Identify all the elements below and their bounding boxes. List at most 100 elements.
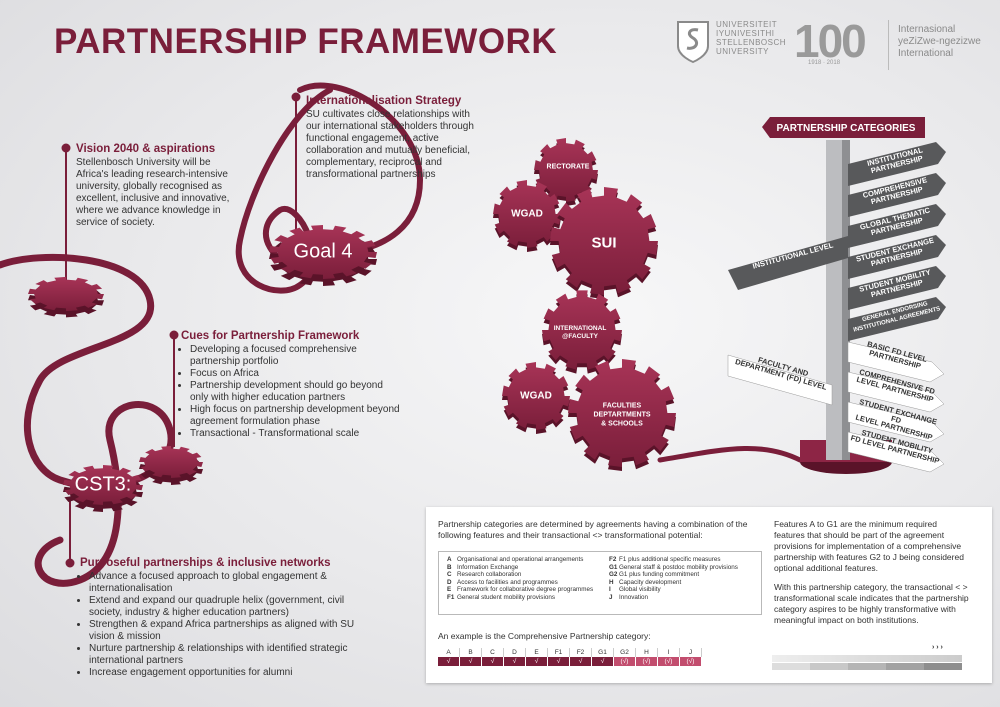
feature-value-cell: (√) [613, 657, 636, 666]
intl-faculty-label: INTERNATIONAL@FACULTY [553, 325, 607, 340]
institutional-sign-board [848, 235, 946, 279]
scale-arrows: › › › [932, 644, 943, 651]
cues-heading: Cues for Partnership Framework [181, 330, 360, 342]
strategy-heading: Internationalisation Strategy [306, 95, 462, 107]
wgad-top-gear [493, 180, 561, 252]
purposeful-block: Purposeful partnerships & inclusive netw… [80, 557, 370, 679]
sui-gear [550, 187, 658, 299]
feature-value-cell: (√) [679, 657, 702, 666]
vision-gear-face [28, 276, 104, 312]
transformation-scale: › › › [772, 644, 962, 670]
logo-divider [888, 20, 889, 70]
panel-intro: Partnership categories are determined by… [438, 519, 748, 540]
vision-heading: Vision 2040 & aspirations [76, 143, 216, 155]
rectorate-gear [534, 138, 598, 206]
feature-value-cell: √ [591, 657, 614, 666]
purposeful-item: Extend and expand our quadruple helix (g… [89, 595, 370, 619]
signpost [727, 117, 925, 474]
rectorate-gear-face [534, 138, 598, 202]
panel-explanation: Features A to G1 are the minimum require… [774, 519, 970, 634]
cues-gear [139, 446, 203, 485]
faculties-gear-face [568, 359, 676, 467]
strategy-line: our international stakeholders through [306, 121, 474, 132]
vision-line: excellent, inclusive and innovative, [76, 193, 230, 204]
features-value-row: √√√√√√√√(√)(√)(√)(√) [438, 657, 702, 666]
feature-header-cell: E [525, 648, 548, 657]
cst3-gear-face [63, 465, 143, 505]
strategy-block: Internationalisation Strategy SU cultiva… [306, 95, 506, 181]
institutional-sign-board [848, 173, 946, 217]
swirl-ribbon-2 [235, 87, 333, 294]
cues-item: Focus on Africa [190, 368, 401, 380]
purposeful-item: Advance a focused approach to global eng… [89, 571, 370, 595]
strategy-line: collaboration and mutually beneficial, [306, 145, 470, 156]
feature-value-cell: √ [503, 657, 526, 666]
fd-sign-board [847, 341, 945, 383]
international-label: Internasional yeZiZwe-ngezizwe Internati… [898, 24, 981, 59]
purposeful-item: Nurture partnership & relationships with… [89, 643, 370, 667]
feature-header-cell: F2 [569, 648, 592, 657]
shield-icon [677, 21, 709, 64]
centenary-years: 1918 · 2018 [808, 60, 841, 66]
cues-item: Developing a focused comprehensive partn… [190, 344, 401, 368]
feature-header-cell: B [459, 648, 482, 657]
feature-header-cell: G1 [591, 648, 614, 657]
intl-faculty-gear-face [542, 290, 622, 370]
institutional-sign-board [848, 204, 946, 248]
vision-line: service of society. [76, 217, 155, 228]
page-title: PARTNERSHIP FRAMEWORK [54, 22, 558, 61]
purposeful-item: Increase engagement opportunities for al… [89, 667, 370, 679]
strategy-line: complementary, reciprocal and [306, 157, 442, 168]
connectors [61, 92, 301, 568]
goal4-label: Goal 4 [293, 240, 353, 263]
swirl-ribbon-3 [297, 82, 424, 253]
wgad-top-label: WGAD [511, 208, 543, 220]
feature-header-cell: C [481, 648, 504, 657]
purposeful-item: Strengthen & expand Africa partnerships … [89, 619, 370, 643]
sui-gear-face [550, 187, 658, 295]
cues-gear-face [139, 446, 203, 478]
vision-block: Vision 2040 & aspirations Stellenbosch U… [76, 143, 266, 229]
institutional-sign-board [848, 297, 946, 341]
explanation-p1: Features A to G1 are the minimum require… [774, 519, 964, 573]
feature-value-cell: √ [481, 657, 504, 666]
feature-value-cell: (√) [657, 657, 680, 666]
categories-info-panel: Partnership categories are determined by… [426, 507, 992, 683]
institutional-sign-board [848, 142, 946, 186]
strategy-line: functional engagement, active [306, 133, 439, 144]
strategy-line: SU cultivates close relationships with [306, 109, 470, 120]
intl-faculty-gear [542, 290, 622, 374]
sui-label: SUI [591, 234, 617, 252]
cst3-gear [63, 465, 143, 512]
cues-item: Transactional - Transformational scale [190, 428, 401, 440]
partnership-categories-title: PARTNERSHIP CATEGORIES [776, 123, 916, 134]
feature-header-cell: A [438, 648, 460, 657]
fd-sign-board [847, 431, 945, 473]
wgad-bottom-gear [502, 362, 570, 434]
vision-line: where we advance knowledge in [76, 205, 221, 216]
university-logo: UNIVERSITEIT IYUNIVESITHI STELLENBOSCH U… [676, 15, 996, 74]
gears [28, 138, 676, 512]
feature-value-cell: √ [459, 657, 482, 666]
university-name: UNIVERSITEIT IYUNIVESITHI STELLENBOSCH U… [716, 20, 787, 56]
faculties-gear [568, 359, 676, 471]
feature-header-cell: D [503, 648, 526, 657]
scale-bar-top [772, 655, 962, 662]
feature-header-cell: I [657, 648, 680, 657]
purposeful-heading: Purposeful partnerships & inclusive netw… [80, 557, 331, 569]
feature-header-cell: J [679, 648, 702, 657]
